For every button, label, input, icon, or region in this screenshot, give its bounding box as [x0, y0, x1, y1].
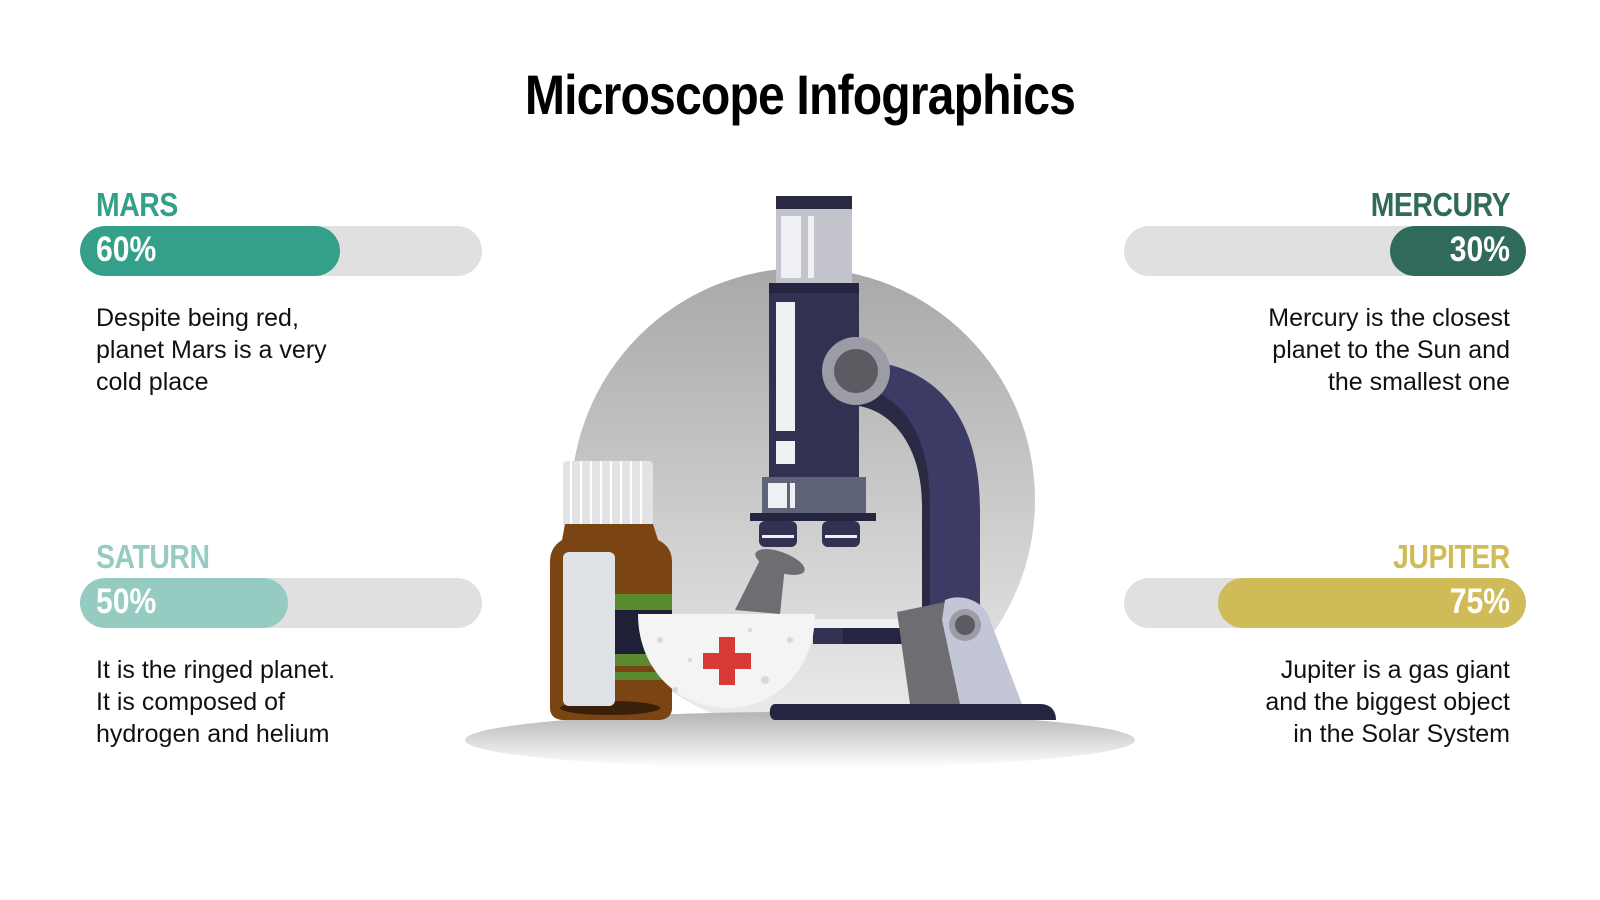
progress-fill: [1390, 226, 1526, 276]
planet-label: MARS: [96, 186, 178, 223]
red-cross-icon: [703, 637, 751, 685]
planet-description: Jupiter is a gas giant and the biggest o…: [1265, 656, 1510, 748]
percent-value: 75%: [1449, 582, 1510, 621]
medicine-bottle-icon: [550, 461, 672, 720]
background-circle: [571, 268, 1035, 715]
percent-value: 30%: [1449, 230, 1510, 269]
page-title: Microscope Infographics: [524, 63, 1076, 126]
planet-description: It is the ringed planet. It is composed …: [96, 656, 336, 748]
planet-description: Mercury is the closest planet to the Sun…: [1268, 304, 1510, 396]
mortar-pestle-icon: [638, 549, 815, 708]
percent-value: 50%: [96, 582, 157, 621]
progress-fill: [80, 226, 340, 276]
planet-label: MERCURY: [1370, 186, 1511, 223]
planet-description: Despite being red, planet Mars is a very…: [96, 304, 327, 396]
progress-track: 50%: [80, 578, 482, 628]
percent-value: 60%: [96, 230, 157, 269]
planet-label: JUPITER: [1393, 538, 1510, 575]
progress-fill: [80, 578, 288, 628]
planet-label: SATURN: [96, 538, 210, 575]
progress-fill: [1218, 578, 1526, 628]
microscope-icon: [750, 196, 1056, 720]
progress-track: 30%: [1124, 226, 1526, 276]
progress-track: 60%: [80, 226, 482, 276]
progress-track: 75%: [1124, 578, 1526, 628]
floor-shadow: [465, 712, 1135, 768]
